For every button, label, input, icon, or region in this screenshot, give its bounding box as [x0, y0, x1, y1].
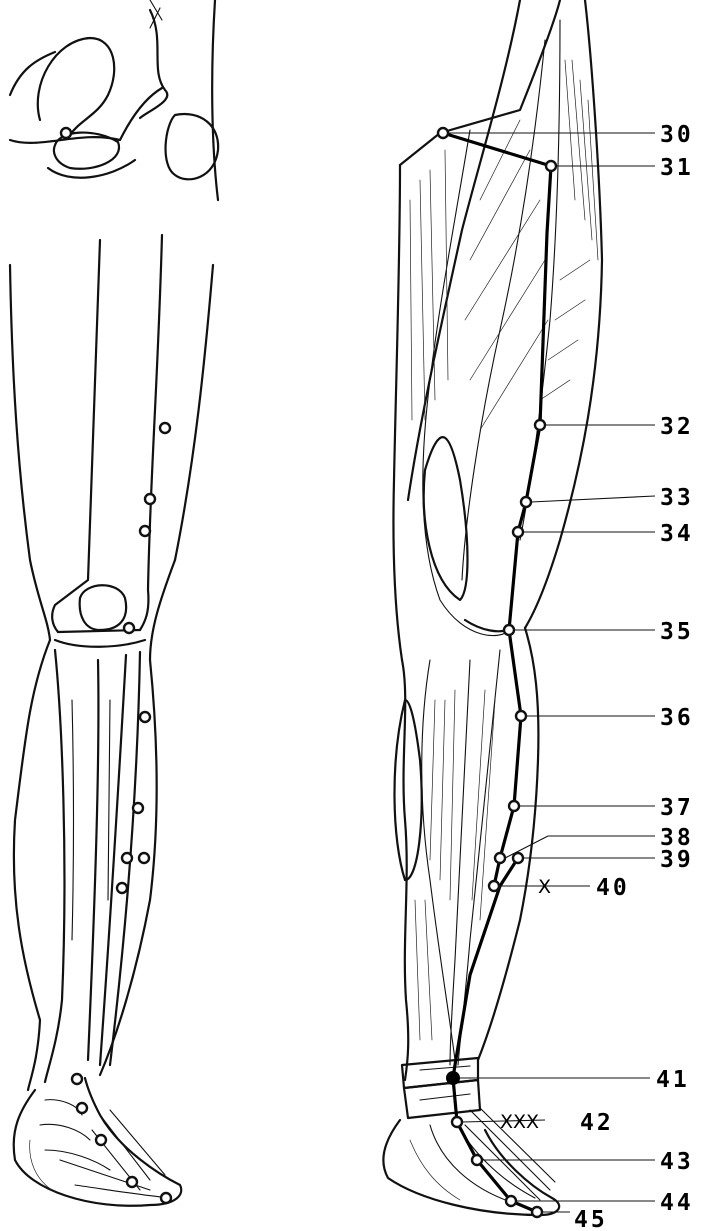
point-marker — [122, 853, 132, 863]
point-marker-40 — [489, 881, 499, 891]
point-marker — [133, 803, 143, 813]
label-34: 34 — [660, 521, 694, 547]
point-marker-36 — [516, 711, 526, 721]
point-marker-44 — [506, 1196, 516, 1206]
label-31: 31 — [660, 155, 694, 181]
point-marker-41 — [446, 1071, 460, 1085]
point-marker — [124, 623, 134, 633]
point-marker-30 — [438, 128, 448, 138]
label-33: 33 — [660, 485, 694, 511]
point-marker — [77, 1103, 87, 1113]
label-42: 42 — [580, 1110, 614, 1136]
point-marker-39 — [513, 853, 523, 863]
point-marker-35 — [504, 625, 514, 635]
label-36: 36 — [660, 705, 694, 731]
label-32: 32 — [660, 414, 694, 440]
point-marker-37 — [509, 801, 519, 811]
label-35: 35 — [660, 619, 694, 645]
left-acupoints — [61, 128, 171, 1203]
point-marker — [161, 1193, 171, 1203]
point-marker — [139, 853, 149, 863]
point-marker — [127, 1177, 137, 1187]
point-marker-31 — [546, 161, 556, 171]
point-marker — [145, 494, 155, 504]
point-marker — [61, 128, 71, 138]
left-leg-skeleton-figure — [10, 0, 218, 1206]
label-45: 45 — [574, 1207, 608, 1231]
point-marker — [160, 423, 170, 433]
label-37: 37 — [660, 795, 694, 821]
point-marker-43 — [472, 1155, 482, 1165]
x-mark-40: X — [538, 876, 551, 898]
right-leg-muscle-figure — [383, 0, 602, 1215]
point-marker — [96, 1135, 106, 1145]
point-marker-45 — [532, 1207, 542, 1217]
label-39: 39 — [660, 847, 694, 873]
point-marker — [117, 883, 127, 893]
label-44: 44 — [660, 1190, 694, 1216]
label-30: 30 — [660, 122, 694, 148]
point-marker-32 — [535, 420, 545, 430]
point-marker-34 — [513, 527, 523, 537]
point-marker — [72, 1074, 82, 1084]
point-marker-38 — [495, 853, 505, 863]
point-marker-42 — [452, 1117, 462, 1127]
point-marker — [140, 526, 150, 536]
xxx-mark-42: XXX — [500, 1111, 539, 1133]
label-41: 41 — [656, 1067, 690, 1093]
label-40: 40 — [596, 875, 630, 901]
point-marker — [140, 712, 150, 722]
point-labels: 30 31 32 33 34 35 36 37 38 39 40 41 42 4… — [574, 122, 694, 1231]
point-marker-33 — [521, 497, 531, 507]
label-43: 43 — [660, 1149, 694, 1175]
